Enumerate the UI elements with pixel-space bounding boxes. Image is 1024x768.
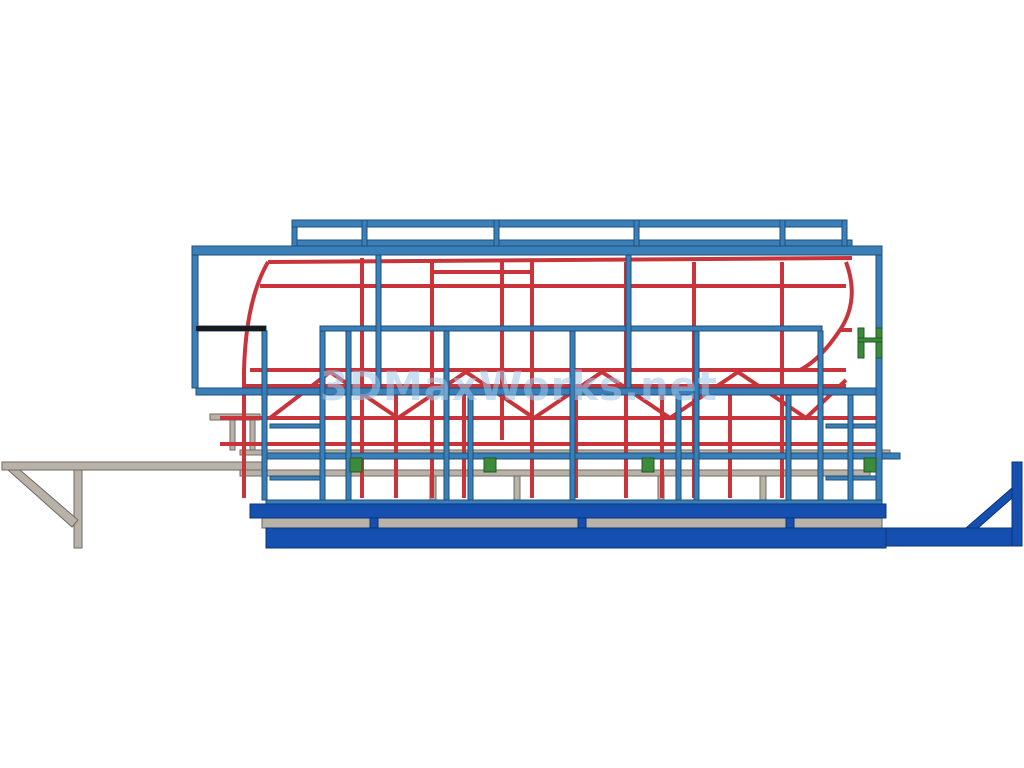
tank-frame (220, 256, 880, 498)
mount-brackets (349, 327, 883, 473)
base-skid (249, 461, 1023, 549)
